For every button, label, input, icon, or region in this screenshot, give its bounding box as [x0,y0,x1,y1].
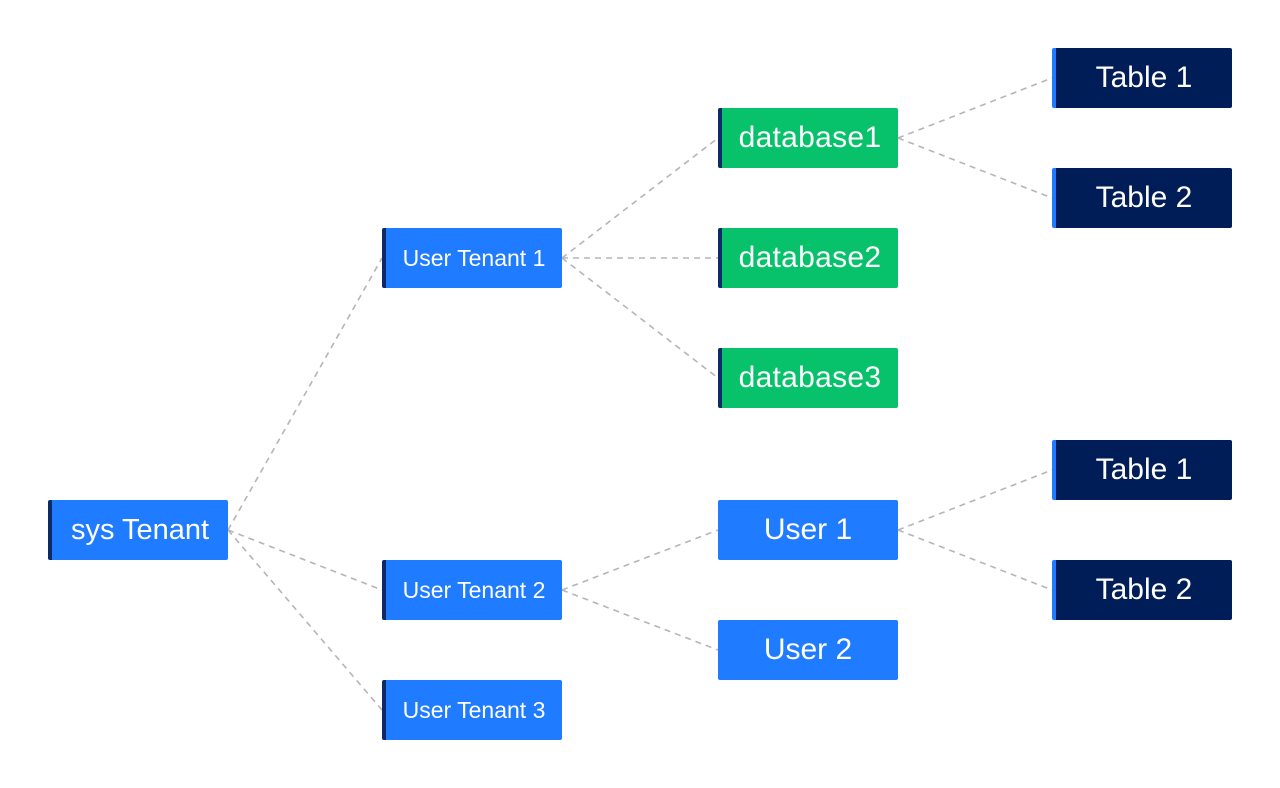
node-user-2: User 2 [718,620,898,680]
node-db1-table-1: Table 1 [1052,48,1232,108]
connector-database1-to-t1_table1 [897,77,1053,139]
connector-sys_tenant-to-user_tenant_3 [227,529,383,711]
node-database-3: database3 [718,348,898,408]
node-user1-table-1: Table 1 [1052,440,1232,500]
connector-sys_tenant-to-user_tenant_1 [227,257,383,531]
node-database-2: database2 [718,228,898,288]
connector-user_tenant_2-to-user2 [561,589,719,651]
node-db1-table-2: Table 2 [1052,168,1232,228]
connector-database1-to-t1_table2 [897,137,1053,199]
node-user-tenant-3: User Tenant 3 [382,680,562,740]
node-user-tenant-2: User Tenant 2 [382,560,562,620]
connector-user_tenant_1-to-database3 [561,257,719,379]
connector-user_tenant_1-to-database1 [561,137,719,259]
node-user-tenant-1: User Tenant 1 [382,228,562,288]
connector-user1-to-t2_table1 [897,469,1053,531]
connector-sys_tenant-to-user_tenant_2 [227,529,383,591]
connector-user_tenant_2-to-user1 [561,529,719,591]
node-user-1: User 1 [718,500,898,560]
connector-user1-to-t2_table2 [897,529,1053,591]
node-database-1: database1 [718,108,898,168]
node-user1-table-2: Table 2 [1052,560,1232,620]
node-sys-tenant: sys Tenant [48,500,228,560]
